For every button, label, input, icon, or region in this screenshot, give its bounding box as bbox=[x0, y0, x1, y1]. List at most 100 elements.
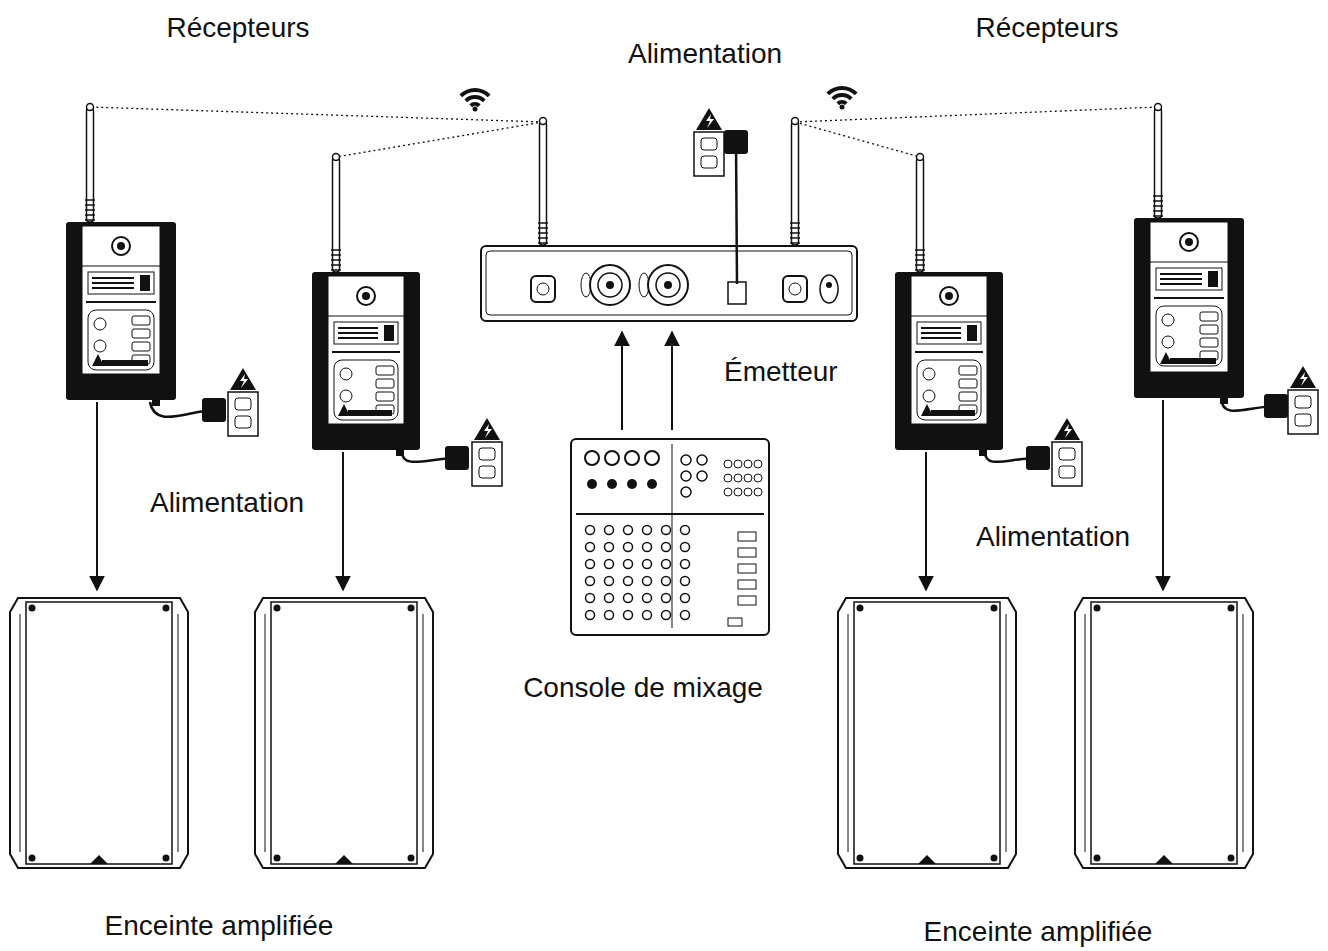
channel-knob bbox=[662, 526, 671, 535]
receiver-knob-center bbox=[1185, 238, 1193, 246]
gain-knob bbox=[607, 479, 617, 489]
antenna-ring bbox=[538, 227, 548, 229]
button-area bbox=[917, 360, 981, 420]
speaker-logo bbox=[1155, 855, 1173, 864]
grille-screw bbox=[29, 605, 36, 612]
grille-screw bbox=[274, 855, 281, 862]
channel-knob bbox=[624, 526, 633, 535]
power-outlet bbox=[985, 418, 1082, 486]
antenna-connector bbox=[783, 276, 807, 302]
receiver-display bbox=[917, 322, 981, 344]
power-adapter bbox=[1026, 446, 1050, 470]
mixer-divider bbox=[576, 513, 764, 515]
gain-knob bbox=[647, 479, 657, 489]
power-outlet bbox=[1222, 366, 1318, 434]
input-jack bbox=[585, 451, 599, 465]
grille-screw bbox=[857, 855, 864, 862]
power-adapter bbox=[1264, 394, 1288, 418]
speaker-edge bbox=[1243, 614, 1244, 852]
mixer-button bbox=[738, 580, 756, 589]
mixer-button bbox=[738, 548, 756, 557]
brand-logo bbox=[338, 404, 392, 416]
antenna-tip bbox=[1155, 104, 1162, 111]
channel-knob bbox=[605, 543, 614, 552]
display-segment bbox=[921, 332, 961, 334]
channel-knob bbox=[624, 543, 633, 552]
transmitter-box: Émetteur bbox=[480, 245, 858, 322]
speaker-cabinet bbox=[1075, 598, 1253, 868]
power-outlet bbox=[150, 368, 258, 436]
channel-knob bbox=[586, 611, 595, 620]
speaker-edge bbox=[178, 614, 179, 852]
combo-jack-core bbox=[606, 281, 614, 289]
antenna-tip bbox=[333, 154, 340, 161]
output-jack bbox=[744, 460, 752, 468]
button-area bbox=[88, 310, 154, 370]
ground-lift-dot bbox=[826, 282, 832, 288]
mixer-jack bbox=[681, 455, 691, 465]
minus-button bbox=[340, 390, 352, 402]
antenna-ring bbox=[331, 264, 341, 266]
channel-knob bbox=[662, 611, 671, 620]
wireless-wave bbox=[831, 93, 852, 100]
combo-jack-inner bbox=[656, 273, 680, 297]
speaker-logo bbox=[335, 855, 353, 864]
display-digit bbox=[967, 325, 977, 341]
mixer-jack bbox=[697, 455, 707, 465]
wireless-dot bbox=[840, 105, 845, 110]
antenna-ring bbox=[915, 264, 925, 266]
outlet-socket bbox=[235, 398, 251, 410]
gain-knob bbox=[587, 479, 597, 489]
input-jack bbox=[645, 451, 659, 465]
receiver-panel bbox=[911, 276, 987, 424]
speaker-cabinet bbox=[838, 598, 1016, 868]
device-label: Émetteur bbox=[724, 356, 838, 388]
display-segment bbox=[338, 332, 378, 334]
speaker-logo bbox=[90, 855, 108, 864]
channel-knob bbox=[586, 526, 595, 535]
combo-jack-inner bbox=[598, 273, 622, 297]
display-segment bbox=[92, 287, 134, 289]
audio-arrow bbox=[1162, 400, 1164, 590]
powered-speaker bbox=[1075, 598, 1253, 868]
channel-knob bbox=[586, 543, 595, 552]
display-digit bbox=[140, 275, 150, 291]
display-segment bbox=[921, 337, 961, 339]
speaker-logo bbox=[918, 855, 936, 864]
warning-triangle bbox=[474, 418, 500, 440]
output-jack bbox=[744, 488, 752, 496]
antenna-tip bbox=[87, 104, 94, 111]
warning-triangle bbox=[230, 368, 256, 390]
receiver-knob-center bbox=[117, 242, 125, 250]
output-jack bbox=[734, 460, 742, 468]
wireless-link bbox=[90, 107, 543, 122]
input-jack bbox=[605, 451, 619, 465]
channel-knob bbox=[605, 560, 614, 569]
plus-button bbox=[1162, 314, 1174, 326]
lightning-bolt bbox=[484, 424, 492, 438]
receiver-knob bbox=[1180, 233, 1198, 251]
power-outlet bbox=[402, 418, 502, 486]
channel-knob bbox=[681, 577, 690, 586]
receiver-rule bbox=[1154, 297, 1224, 299]
outlet-socket bbox=[479, 466, 495, 478]
channel-knob bbox=[586, 594, 595, 603]
lightning-bolt bbox=[1064, 424, 1072, 438]
display-segment bbox=[338, 337, 378, 339]
speaker-edge bbox=[1085, 614, 1086, 852]
channel-knob bbox=[624, 577, 633, 586]
display-digit bbox=[384, 325, 394, 341]
signal-arrow bbox=[671, 332, 673, 430]
outlet-plate bbox=[694, 132, 724, 176]
antenna-ring bbox=[790, 222, 800, 224]
input-jack bbox=[625, 451, 639, 465]
outlet-socket bbox=[235, 416, 251, 428]
grille-screw bbox=[1228, 855, 1235, 862]
speaker-grille bbox=[1091, 602, 1237, 864]
antenna bbox=[1153, 104, 1163, 219]
antenna-ring bbox=[1153, 210, 1163, 212]
antenna-tip bbox=[917, 154, 924, 161]
menu-button bbox=[376, 366, 394, 375]
wireless-link bbox=[795, 107, 1158, 122]
